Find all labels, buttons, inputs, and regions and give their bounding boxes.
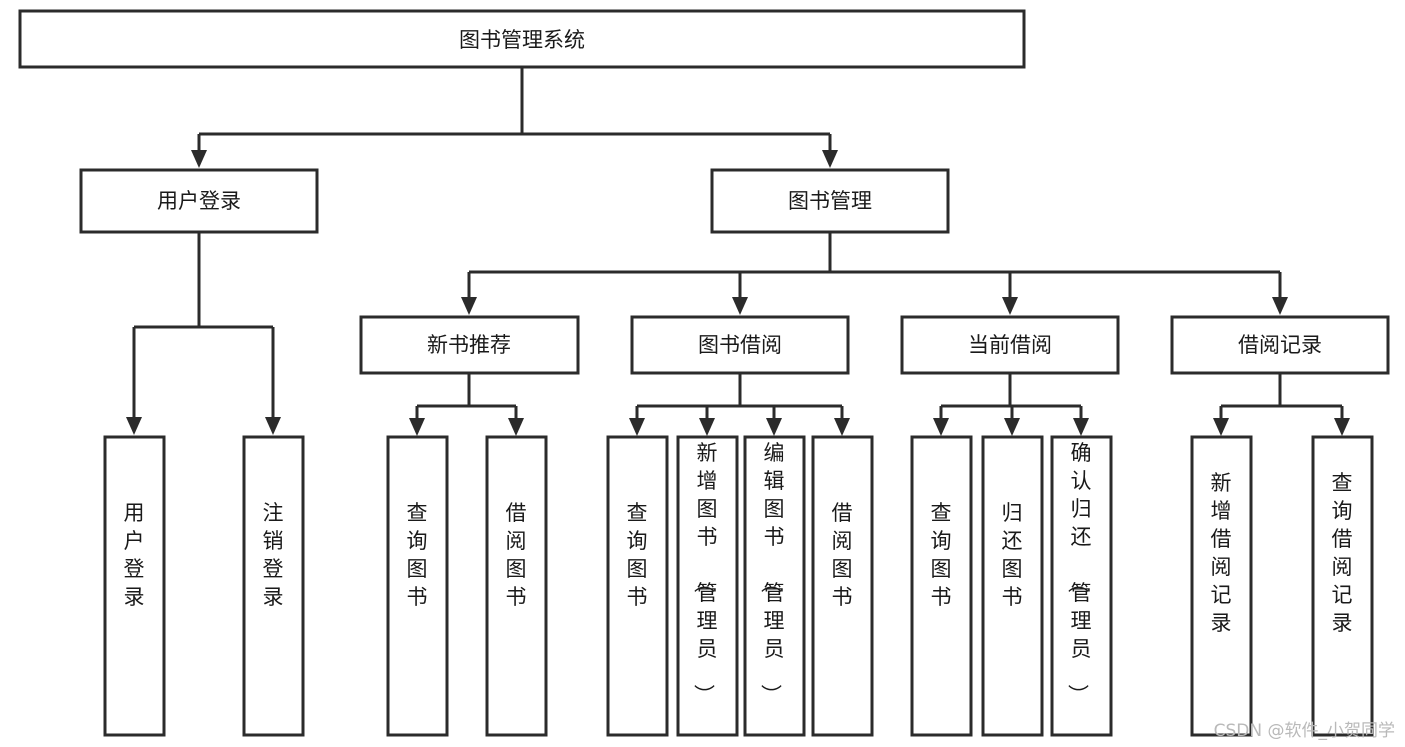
- node-root-box[interactable]: [18, 9, 1026, 69]
- node-user-login-box[interactable]: [79, 168, 319, 234]
- leaf-query-borrow-record-label: 查询借阅记录: [1332, 471, 1353, 635]
- node-book-management-box[interactable]: [710, 168, 950, 234]
- leaf-confirm-return-admin-label: 确认归还（管理员）: [1066, 441, 1092, 705]
- leaf-edit-book-admin[interactable]: 编辑图书（管理员）: [743, 435, 806, 737]
- leaf-add-book-admin[interactable]: 新增图书（管理员）: [676, 435, 739, 737]
- leaf-return-book-label: 归还图书: [1002, 501, 1023, 609]
- leaf-add-borrow-record-label: 新增借阅记录: [1211, 471, 1232, 635]
- leaf-query-borrow-record[interactable]: 查询借阅记录: [1311, 435, 1374, 737]
- arrow-to-current-borrow: [1002, 297, 1018, 315]
- arrow-to-new-book-recommend: [461, 297, 477, 315]
- leaf-borrow-book-label: 借阅图书: [832, 501, 853, 609]
- connector-layer: [126, 67, 1350, 436]
- leaf-user-login-box[interactable]: [103, 435, 166, 737]
- leaf-borrow-book-recommend-box[interactable]: [485, 435, 548, 737]
- node-root[interactable]: 图书管理系统: [18, 9, 1026, 69]
- arrow-to-book-borrow: [732, 297, 748, 315]
- leaf-query-book-current[interactable]: 查询图书: [910, 435, 973, 737]
- node-borrow-record[interactable]: 借阅记录: [1170, 315, 1390, 375]
- leaf-add-borrow-record[interactable]: 新增借阅记录: [1190, 435, 1253, 737]
- node-book-management-label: 图书管理: [788, 189, 872, 213]
- node-current-borrow-box[interactable]: [900, 315, 1120, 375]
- arrow-to-borrow-record: [1272, 297, 1288, 315]
- leaf-query-borrow-record-box[interactable]: [1311, 435, 1374, 737]
- node-current-borrow[interactable]: 当前借阅: [900, 315, 1120, 375]
- leaf-query-book-recommend-box[interactable]: [386, 435, 449, 737]
- leaf-query-book-current-label: 查询图书: [931, 501, 952, 609]
- leaf-logout[interactable]: 注销登录: [242, 435, 305, 737]
- arrow-to-leaf-borrow-book-recommend: [508, 418, 524, 436]
- leaf-borrow-book-recommend-label: 借阅图书: [506, 501, 527, 609]
- arrow-to-leaf-query-book-recommend: [409, 418, 425, 436]
- leaf-user-login[interactable]: 用户登录: [103, 435, 166, 737]
- node-root-label: 图书管理系统: [459, 28, 585, 52]
- leaf-add-book-admin-label: 新增图书（管理员）: [692, 441, 718, 705]
- leaf-confirm-return-admin[interactable]: 确认归还（管理员）: [1050, 435, 1113, 737]
- arrow-to-leaf-add-book-admin: [699, 418, 715, 436]
- arrow-to-leaf-edit-book-admin: [766, 418, 782, 436]
- node-borrow-record-label: 借阅记录: [1238, 333, 1322, 357]
- leaf-return-book[interactable]: 归还图书: [981, 435, 1044, 737]
- node-current-borrow-label: 当前借阅: [968, 333, 1052, 357]
- node-layer: 图书管理系统 用户登录 图书管理 新书推荐 图书借阅: [18, 9, 1390, 737]
- leaf-query-book-recommend[interactable]: 查询图书: [386, 435, 449, 737]
- leaf-edit-book-admin-label: 编辑图书（管理员）: [759, 441, 785, 705]
- arrow-to-leaf-logout: [265, 417, 281, 435]
- leaf-query-book-current-box[interactable]: [910, 435, 973, 737]
- leaf-edit-book-admin-box[interactable]: [743, 435, 806, 737]
- arrow-to-book-management: [822, 150, 838, 168]
- node-new-book-recommend[interactable]: 新书推荐: [359, 315, 580, 375]
- leaf-return-book-box[interactable]: [981, 435, 1044, 737]
- node-book-borrow[interactable]: 图书借阅: [630, 315, 850, 375]
- node-book-borrow-label: 图书借阅: [698, 333, 782, 357]
- arrow-to-user-login: [191, 150, 207, 168]
- node-book-management[interactable]: 图书管理: [710, 168, 950, 234]
- arrow-to-leaf-query-book-current: [933, 418, 949, 436]
- arrow-to-leaf-borrow-book: [834, 418, 850, 436]
- leaf-borrow-book[interactable]: 借阅图书: [811, 435, 874, 737]
- node-new-book-recommend-label: 新书推荐: [427, 333, 511, 357]
- leaf-borrow-book-box[interactable]: [811, 435, 874, 737]
- arrow-to-leaf-return-book: [1004, 418, 1020, 436]
- node-user-login-label: 用户登录: [157, 189, 241, 213]
- leaf-query-book-borrow-box[interactable]: [606, 435, 669, 737]
- arrow-to-leaf-query-borrow-record: [1334, 418, 1350, 436]
- leaf-query-book-borrow-label: 查询图书: [627, 501, 648, 609]
- arrow-to-leaf-confirm-return-admin: [1073, 418, 1089, 436]
- arrow-to-leaf-query-book-borrow: [629, 418, 645, 436]
- node-user-login[interactable]: 用户登录: [79, 168, 319, 234]
- leaf-borrow-book-recommend[interactable]: 借阅图书: [485, 435, 548, 737]
- leaf-query-book-recommend-label: 查询图书: [407, 501, 428, 609]
- leaf-logout-box[interactable]: [242, 435, 305, 737]
- leaf-logout-label: 注销登录: [263, 501, 284, 609]
- node-borrow-record-box[interactable]: [1170, 315, 1390, 375]
- node-new-book-recommend-box[interactable]: [359, 315, 580, 375]
- arrow-to-leaf-user-login: [126, 417, 142, 435]
- leaf-add-borrow-record-box[interactable]: [1190, 435, 1253, 737]
- leaf-confirm-return-admin-box[interactable]: [1050, 435, 1113, 737]
- leaf-user-login-label: 用户登录: [124, 501, 145, 609]
- leaf-query-book-borrow[interactable]: 查询图书: [606, 435, 669, 737]
- leaf-add-book-admin-box[interactable]: [676, 435, 739, 737]
- node-book-borrow-box[interactable]: [630, 315, 850, 375]
- arrow-to-leaf-add-borrow-record: [1213, 418, 1229, 436]
- csdn-watermark: CSDN @软件_小贺同学: [1213, 721, 1395, 741]
